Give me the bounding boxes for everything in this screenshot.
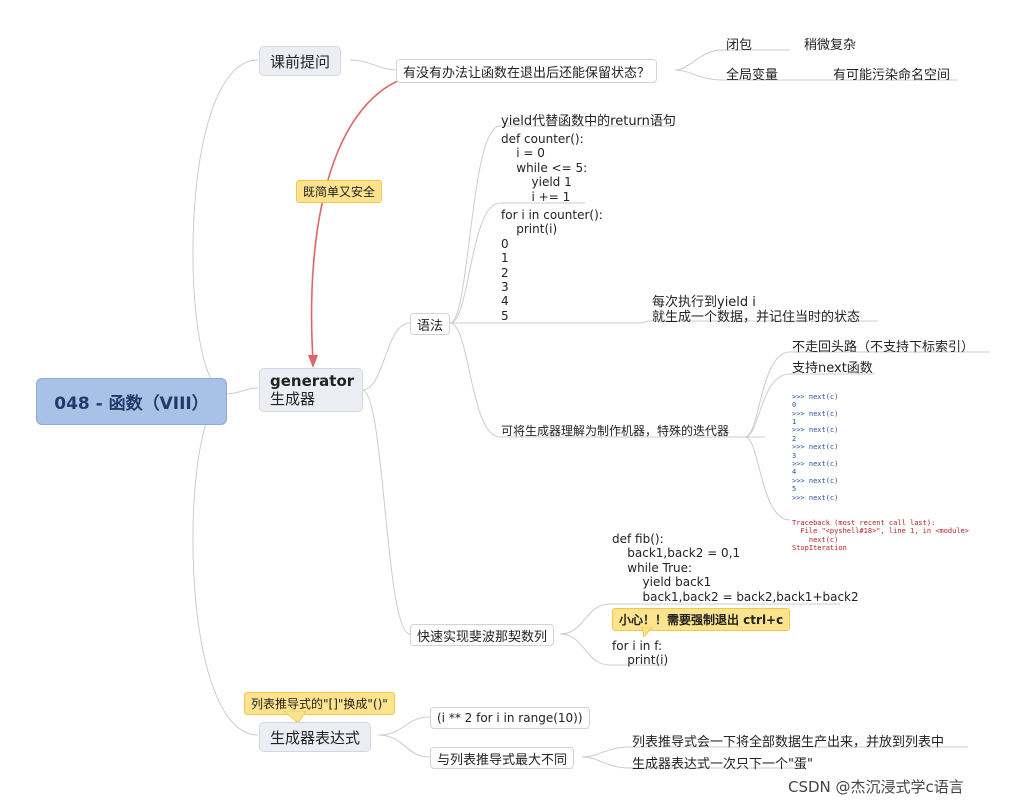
- red-arrowhead: [308, 355, 318, 368]
- arrow-label: 既简单又安全: [296, 180, 383, 203]
- root-node[interactable]: 048 - 函数（VIII）: [36, 378, 227, 425]
- console-line: >>> next(c): [792, 409, 839, 418]
- genexpr-diff-node[interactable]: 与列表推导式最大不同: [430, 747, 575, 769]
- console-error-line: next(c): [792, 535, 839, 544]
- option-global-note: 有可能污染命名空间: [833, 68, 951, 83]
- console-error-line: Traceback (most recent call last):: [792, 518, 936, 527]
- option-global: 全局变量: [726, 68, 779, 83]
- console-line: 2: [792, 434, 797, 443]
- console-line: 4: [792, 468, 797, 477]
- question-node[interactable]: 有没有办法让函数在退出后还能保留状态？: [396, 59, 658, 83]
- counter-loop-code: for i in counter(): print(i) 0 1 2 3 4 5: [501, 208, 603, 323]
- fib-node[interactable]: 快速实现斐波那契数列: [410, 624, 555, 646]
- option-closure: 闭包: [726, 38, 753, 53]
- option-closure-note: 稍微复杂: [804, 38, 857, 53]
- yield-desc: yield代替函数中的return语句: [501, 114, 676, 129]
- console-line: >>> next(c): [792, 460, 839, 469]
- genexpr-example[interactable]: (i ** 2 for i in range(10)): [430, 707, 590, 729]
- diff-genexpr: 生成器表达式一次只下一个"蛋": [632, 757, 813, 772]
- fib-warning: 小心！！需要强制退出 ctrl+c: [612, 608, 791, 631]
- console-line: 3: [792, 451, 797, 460]
- console-line: >>> next(c): [792, 493, 839, 502]
- branch-genexpr[interactable]: 生成器表达式: [259, 722, 372, 752]
- counter-code: def counter(): i = 0 while <= 5: yield 1…: [501, 132, 588, 204]
- branch-pre-question[interactable]: 课前提问: [259, 46, 342, 76]
- console-line: >>> next(c): [792, 392, 839, 401]
- console-line: 1: [792, 418, 797, 427]
- console-line: 0: [792, 401, 797, 410]
- machine-note: 可将生成器理解为制作机器，特殊的迭代器: [501, 424, 730, 438]
- watermark: CSDN @杰沉浸式学c语言: [788, 778, 964, 796]
- genexpr-callout: 列表推导式的"[]"换成"()": [244, 692, 395, 715]
- diff-list-comp: 列表推导式会一下将全部数据生产出来，并放到列表中: [632, 735, 945, 750]
- console-line: 5: [792, 485, 797, 494]
- red-arrow: [310, 79, 401, 361]
- console-line: >>> next(c): [792, 443, 839, 452]
- syntax-node[interactable]: 语法: [410, 313, 451, 335]
- console-line: >>> next(c): [792, 426, 839, 435]
- generator-title-en: generator: [270, 372, 355, 390]
- yield-note-1: 每次执行到yield i: [652, 295, 756, 310]
- yield-note-2: 就生成一个数据，并记住当时的状态: [652, 310, 861, 325]
- next-support-note: 支持next函数: [792, 361, 873, 376]
- console-error-line: StopIteration: [792, 544, 847, 553]
- console-error-line: File "<pyshell#18>", line 1, in <module>: [792, 527, 970, 536]
- branch-generator[interactable]: generator 生成器: [259, 368, 363, 412]
- generator-title-cn: 生成器: [270, 390, 316, 408]
- no-index-note: 不走回头路（不支持下标索引）: [792, 340, 975, 355]
- fib-loop-code: for i in f: print(i): [612, 639, 669, 668]
- fib-code: def fib(): back1,back2 = 0,1 while True:…: [612, 532, 859, 604]
- console-output: >>> next(c)0>>> next(c)1>>> next(c)2>>> …: [792, 376, 969, 561]
- fib-warning-pointer: [641, 627, 653, 637]
- genexpr-callout-pointer: [284, 711, 307, 723]
- console-line: >>> next(c): [792, 476, 839, 485]
